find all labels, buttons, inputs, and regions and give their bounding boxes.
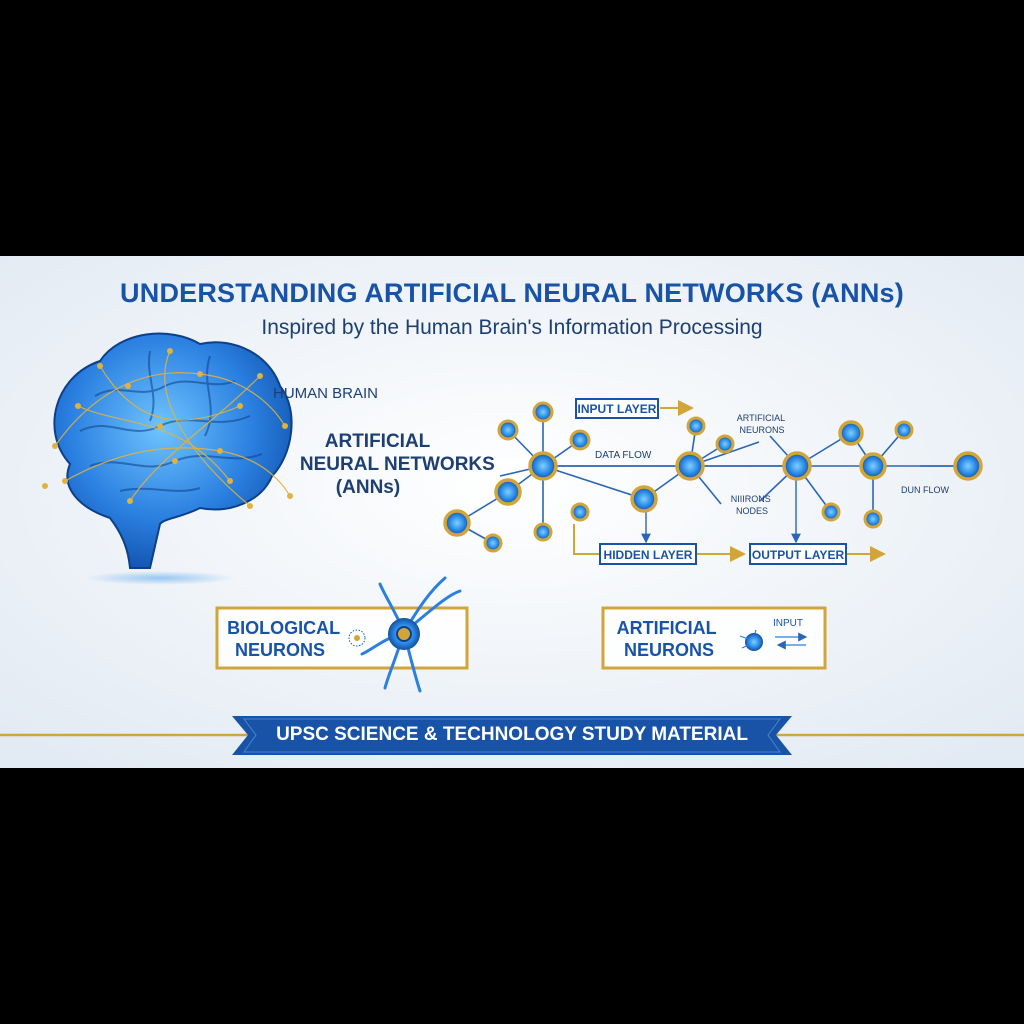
- node: [782, 451, 812, 481]
- node: [953, 451, 983, 481]
- node: [838, 420, 864, 446]
- node: [675, 451, 705, 481]
- brain-illustration: [42, 332, 293, 585]
- artificial-neurons-label-line-1: ARTIFICIAL: [617, 618, 717, 638]
- node: [859, 452, 887, 480]
- node: [686, 416, 706, 436]
- input-layer-tag: INPUT LAYER: [575, 398, 659, 419]
- biological-neuron-icon: [348, 576, 462, 693]
- flow-arrows: [573, 400, 955, 562]
- input-layer-label: INPUT LAYER: [578, 402, 657, 416]
- subtitle: Inspired by the Human Brain's Informatio…: [261, 316, 763, 339]
- human-brain-label: HUMAN BRAIN: [273, 385, 378, 402]
- artificial-neurons-card: ARTIFICIAL NEURONS INPUT: [601, 606, 827, 670]
- network-connections: [456, 412, 968, 544]
- node: [894, 420, 914, 440]
- diagram: HUMAN BRAIN ARTIFICIAL NEURAL NETWORKS (…: [0, 332, 1024, 755]
- ann-label-line-2: NEURAL NETWORKS: [300, 454, 495, 475]
- artificial-neurons-label: ARTIFICIAL NEURONS: [617, 618, 722, 660]
- artificial-neurons-label-line-2: NEURONS: [624, 640, 714, 660]
- artificial-neuron-icon: [739, 629, 808, 651]
- infographic-panel: UNDERSTANDING ARTIFICIAL NEURAL NETWORKS…: [0, 256, 1024, 768]
- biological-neurons-label-line-2: NEURONS: [235, 640, 325, 660]
- node: [533, 522, 553, 542]
- node: [569, 429, 591, 451]
- biological-neurons-label-line-1: BIOLOGICAL: [227, 618, 340, 638]
- node: [483, 533, 503, 553]
- biological-neurons-label: BIOLOGICAL NEURONS: [227, 618, 345, 660]
- hidden-layer-tag: HIDDEN LAYER: [599, 543, 697, 565]
- network-nodes: [443, 401, 983, 553]
- node: [532, 401, 554, 423]
- node: [443, 509, 471, 537]
- nodes-note: NIIIRONS NODES: [731, 494, 774, 516]
- nodes-note-line-2: NODES: [736, 506, 768, 516]
- main-title: UNDERSTANDING ARTIFICIAL NEURAL NETWORKS…: [120, 278, 904, 308]
- dun-flow-label: DUN FLOW: [901, 485, 950, 495]
- node: [821, 502, 841, 522]
- footer-banner: [232, 716, 792, 755]
- biological-neurons-card: BIOLOGICAL NEURONS: [215, 576, 469, 693]
- output-layer-tag: OUTPUT LAYER: [749, 543, 847, 565]
- node: [570, 502, 590, 522]
- artificial-neurons-note-line-1: ARTIFICIAL: [737, 413, 785, 423]
- artificial-neurons-note: ARTIFICIAL NEURONS: [737, 413, 788, 435]
- node: [497, 419, 519, 441]
- input-small-label: INPUT: [773, 618, 803, 629]
- hidden-layer-label: HIDDEN LAYER: [604, 548, 693, 562]
- ann-label-line-3: (ANNs): [336, 477, 400, 498]
- footer-banner-text: UPSC SCIENCE & TECHNOLOGY STUDY MATERIAL: [276, 724, 748, 745]
- node: [715, 434, 735, 454]
- node: [863, 509, 883, 529]
- node: [630, 485, 658, 513]
- output-layer-label: OUTPUT LAYER: [752, 548, 845, 562]
- ann-label-line-1: ARTIFICIAL: [325, 431, 431, 452]
- nodes-note-line-1: NIIIRONS: [731, 494, 771, 504]
- ann-label: ARTIFICIAL NEURAL NETWORKS (ANNs): [300, 431, 500, 498]
- data-flow-label: DATA FLOW: [595, 450, 652, 461]
- node: [528, 451, 558, 481]
- artificial-neurons-note-line-2: NEURONS: [739, 425, 784, 435]
- node: [494, 478, 522, 506]
